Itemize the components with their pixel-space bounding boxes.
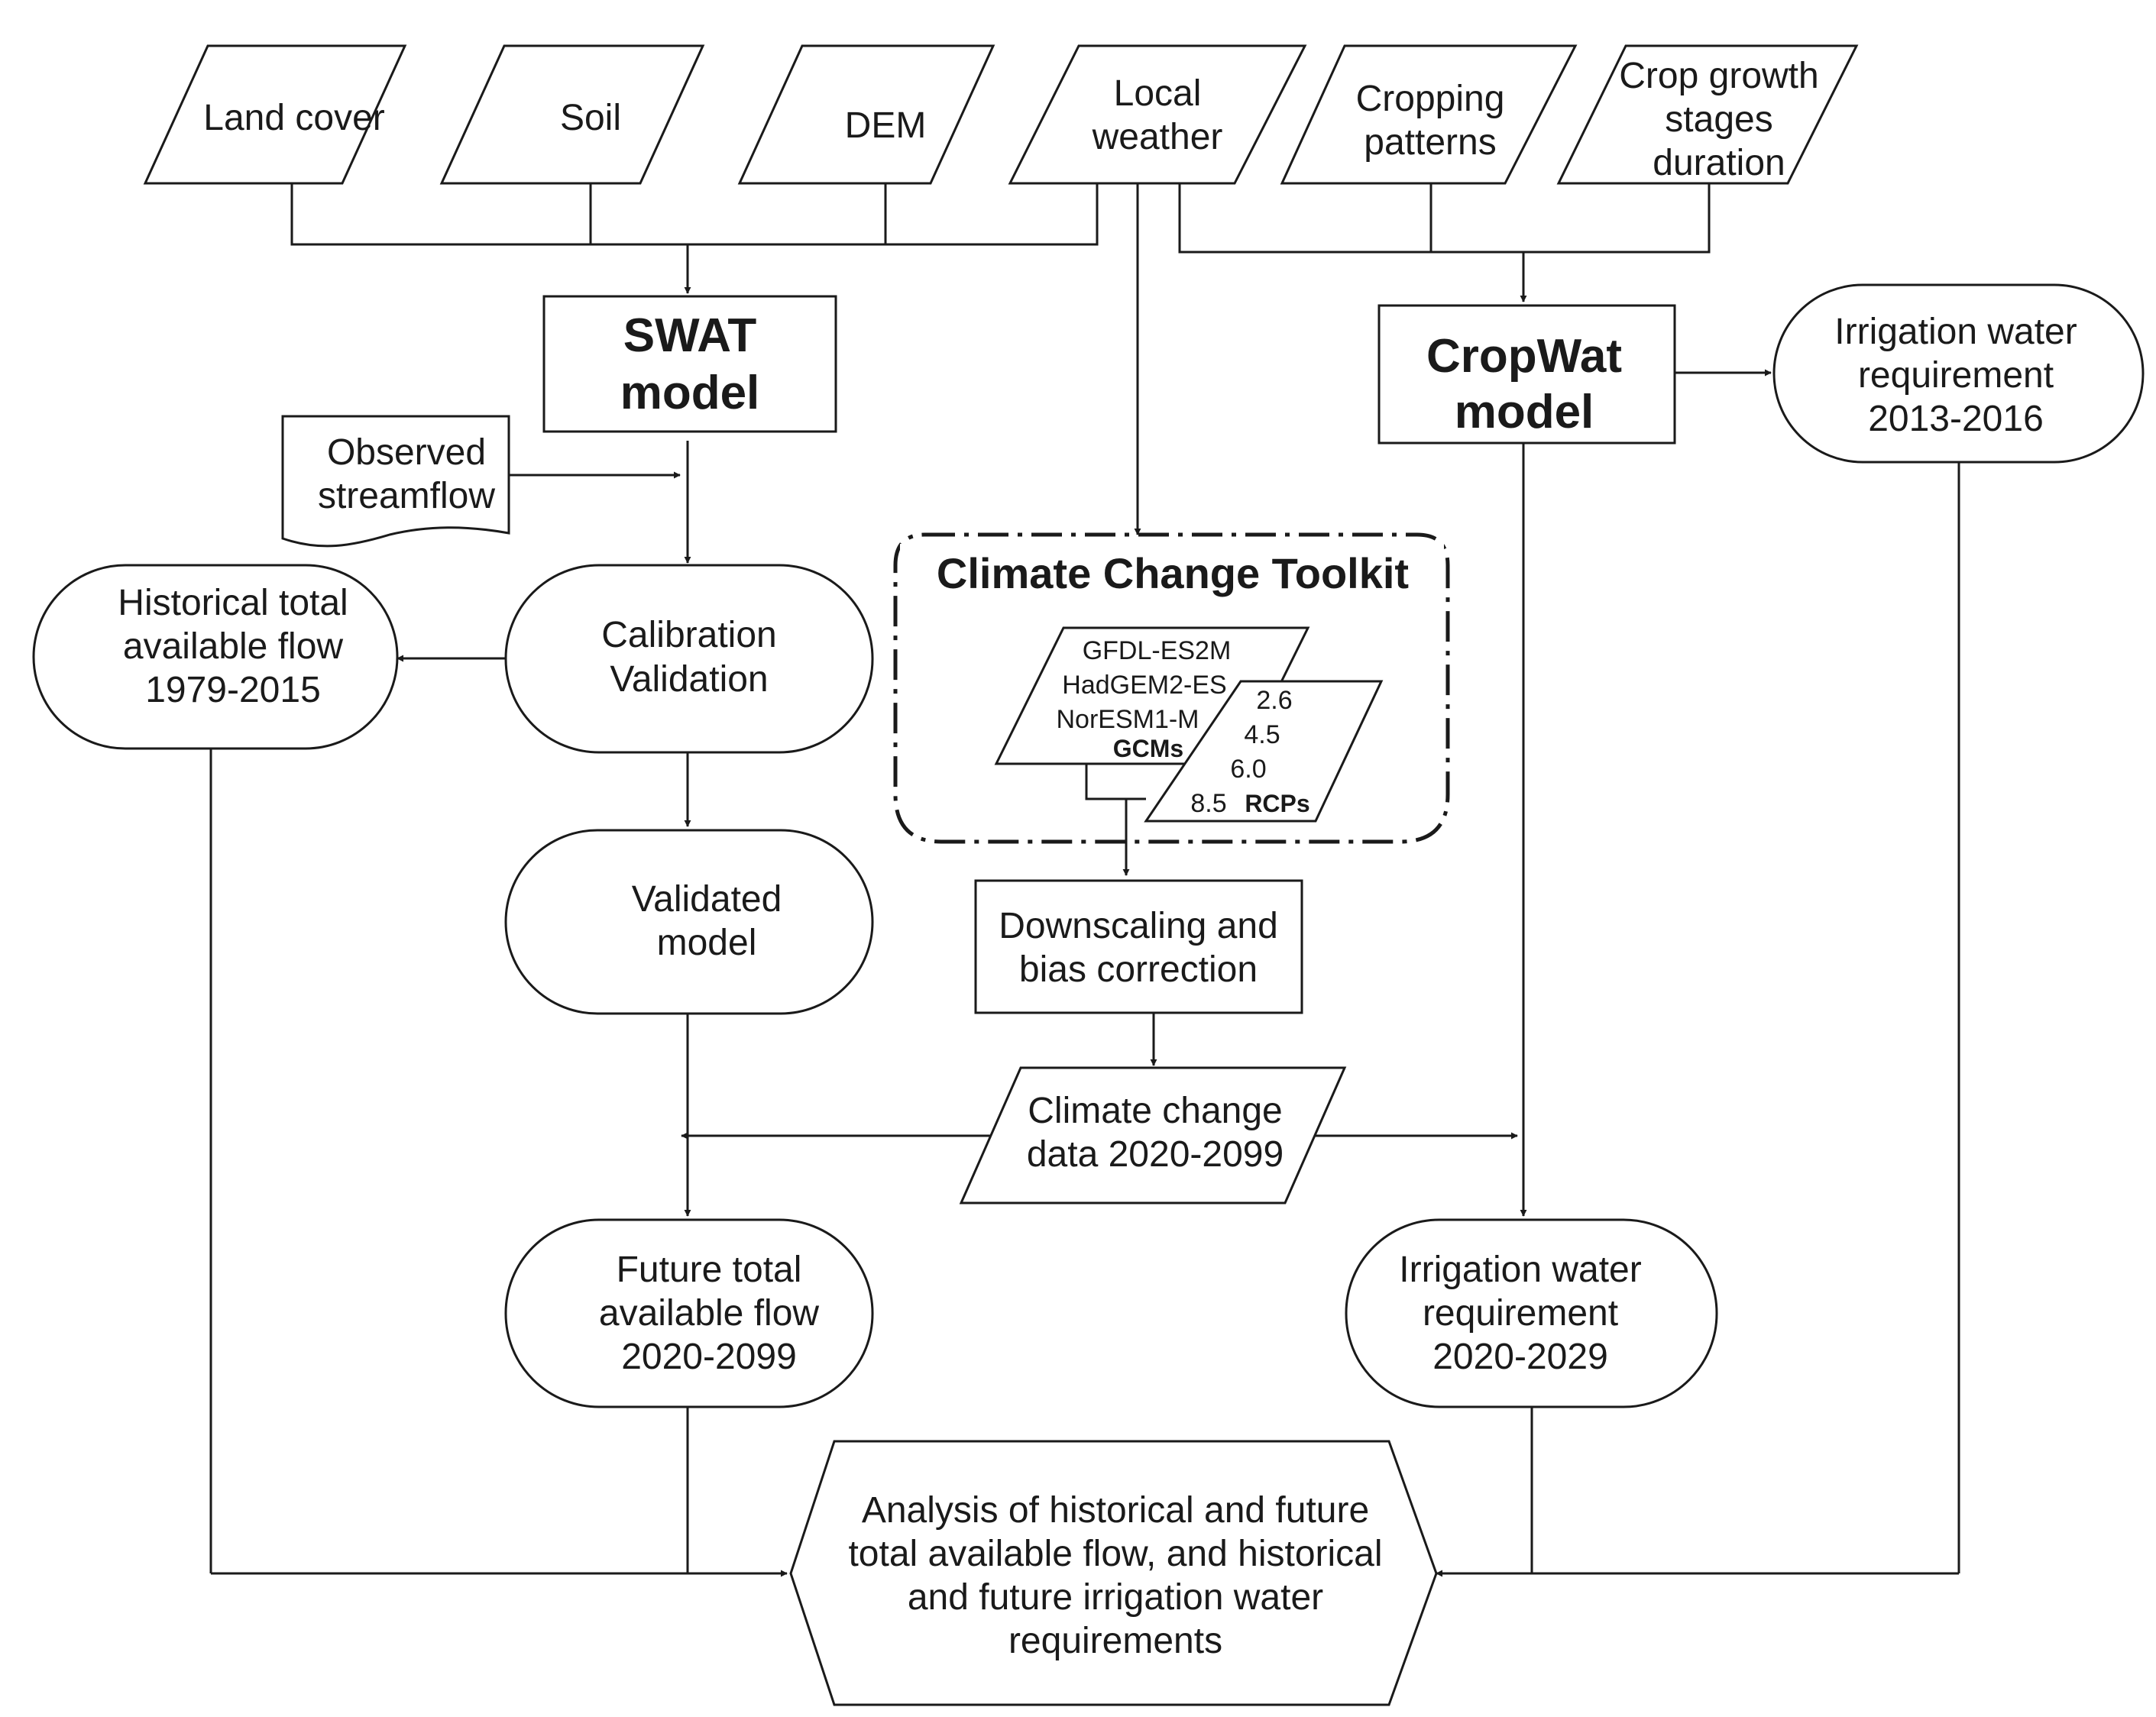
analysis-label-line-1: Analysis of historical and future [862, 1490, 1369, 1531]
calibration-label-line-2: Validation [610, 659, 768, 700]
streamflow-label-line-1: Observed [327, 432, 486, 473]
cropwat-model-box: CropWat model [1377, 304, 1676, 445]
input-label: Land cover [203, 98, 385, 138]
input-crop-growth-stages: Crop growth stages duration [1556, 44, 1859, 185]
future-flow-label-line-2: available flow [599, 1293, 820, 1334]
analysis-label-line-3: and future irrigation water [908, 1577, 1323, 1618]
connector-to-cropwat [1178, 183, 1711, 254]
irrigation-future-line-1: Irrigation water [1399, 1250, 1641, 1290]
input-label: Soil [560, 98, 621, 138]
historical-flow-node: Historical total available flow 1979-201… [32, 564, 399, 750]
connector-inputs-to-swat [290, 183, 1099, 246]
climate-change-toolkit-group: Climate Change Toolkit GFDL-ES2M HadGEM2… [893, 532, 1450, 844]
validated-label-line-1: Validated [632, 879, 782, 920]
swat-label-line-1: SWAT [623, 309, 757, 362]
streamflow-label-line-2: streamflow [318, 476, 495, 516]
input-label-line-1: Cropping [1356, 79, 1505, 119]
rcps-box: 2.6 4.5 6.0 8.5 RCPs [1144, 680, 1384, 823]
input-cropping-patterns: Cropping patterns [1280, 44, 1578, 185]
input-soil: Soil [439, 44, 705, 185]
historical-label-line-1: Historical total [118, 583, 348, 623]
gcms-label: GCMs [1113, 735, 1183, 762]
input-land-cover: Land cover [143, 44, 407, 185]
input-label-line-2: patterns [1364, 122, 1496, 163]
rcp-item: 4.5 [1244, 720, 1280, 749]
rcps-label: RCPs [1245, 790, 1309, 817]
historical-label-line-2: available flow [123, 626, 344, 667]
input-label: DEM [845, 105, 927, 146]
future-flow-node: Future total available flow 2020-2099 [504, 1218, 874, 1408]
connector-gcm-rcp [1085, 764, 1146, 800]
climate-data-label-line-1: Climate change [1028, 1091, 1283, 1131]
irrigation-future-line-3: 2020-2029 [1432, 1337, 1608, 1377]
irrigation-historical-line-1: Irrigation water [1834, 312, 2077, 352]
rcp-item: 6.0 [1230, 755, 1266, 784]
rcp-item: 8.5 [1190, 789, 1226, 818]
downscaling-label-line-2: bias correction [1019, 949, 1258, 990]
climate-change-data-parallelogram: Climate change data 2020-2099 [959, 1066, 1347, 1204]
input-label-line-2: stages [1665, 99, 1772, 140]
analysis-hexagon: Analysis of historical and future total … [789, 1440, 1438, 1706]
toolkit-title: Climate Change Toolkit [937, 549, 1409, 597]
validated-model-node: Validated model [504, 829, 874, 1015]
gcm-item: HadGEM2-ES [1062, 671, 1226, 700]
rcp-item: 2.6 [1256, 686, 1292, 715]
climate-data-label-line-2: data 2020-2099 [1027, 1134, 1284, 1175]
input-label-line-2: weather [1092, 117, 1223, 157]
future-flow-label-line-3: 2020-2099 [621, 1337, 797, 1377]
gcm-item: GFDL-ES2M [1083, 636, 1232, 665]
connectors [209, 183, 1960, 1577]
validated-label-line-2: model [657, 923, 757, 963]
irrigation-requirement-future-node: Irrigation water requirement 2020-2029 [1345, 1218, 1718, 1408]
analysis-label-line-4: requirements [1008, 1621, 1222, 1661]
irrigation-future-line-2: requirement [1423, 1293, 1618, 1334]
toolkit-title-background [900, 544, 1444, 602]
future-flow-label-line-1: Future total [617, 1250, 802, 1290]
cropwat-label-line-1: CropWat [1426, 330, 1622, 383]
input-label-line-1: Crop growth [1619, 56, 1818, 96]
calibration-validation-node: Calibration Validation [504, 564, 874, 754]
observed-streamflow-document: Observed streamflow [281, 415, 510, 548]
downscaling-label-line-1: Downscaling and [999, 906, 1278, 946]
input-local-weather: Local weather [1008, 44, 1307, 185]
swat-model-box: SWAT model [542, 295, 837, 433]
gcm-item: NorESM1-M [1056, 705, 1199, 734]
irrigation-historical-line-2: requirement [1858, 355, 2054, 396]
calibration-label-line-1: Calibration [601, 615, 776, 655]
irrigation-requirement-historical-node: Irrigation water requirement 2013-2016 [1772, 283, 2145, 464]
input-label-line-3: duration [1653, 143, 1785, 183]
historical-label-line-3: 1979-2015 [145, 670, 321, 710]
input-dem: DEM [737, 44, 995, 185]
cropwat-label-line-2: model [1455, 386, 1594, 438]
downscaling-box: Downscaling and bias correction [974, 879, 1303, 1014]
analysis-label-line-2: total available flow, and historical [848, 1534, 1382, 1574]
input-label-line-1: Local [1114, 73, 1202, 114]
swat-label-line-2: model [620, 367, 760, 419]
irrigation-historical-line-3: 2013-2016 [1868, 399, 2044, 439]
